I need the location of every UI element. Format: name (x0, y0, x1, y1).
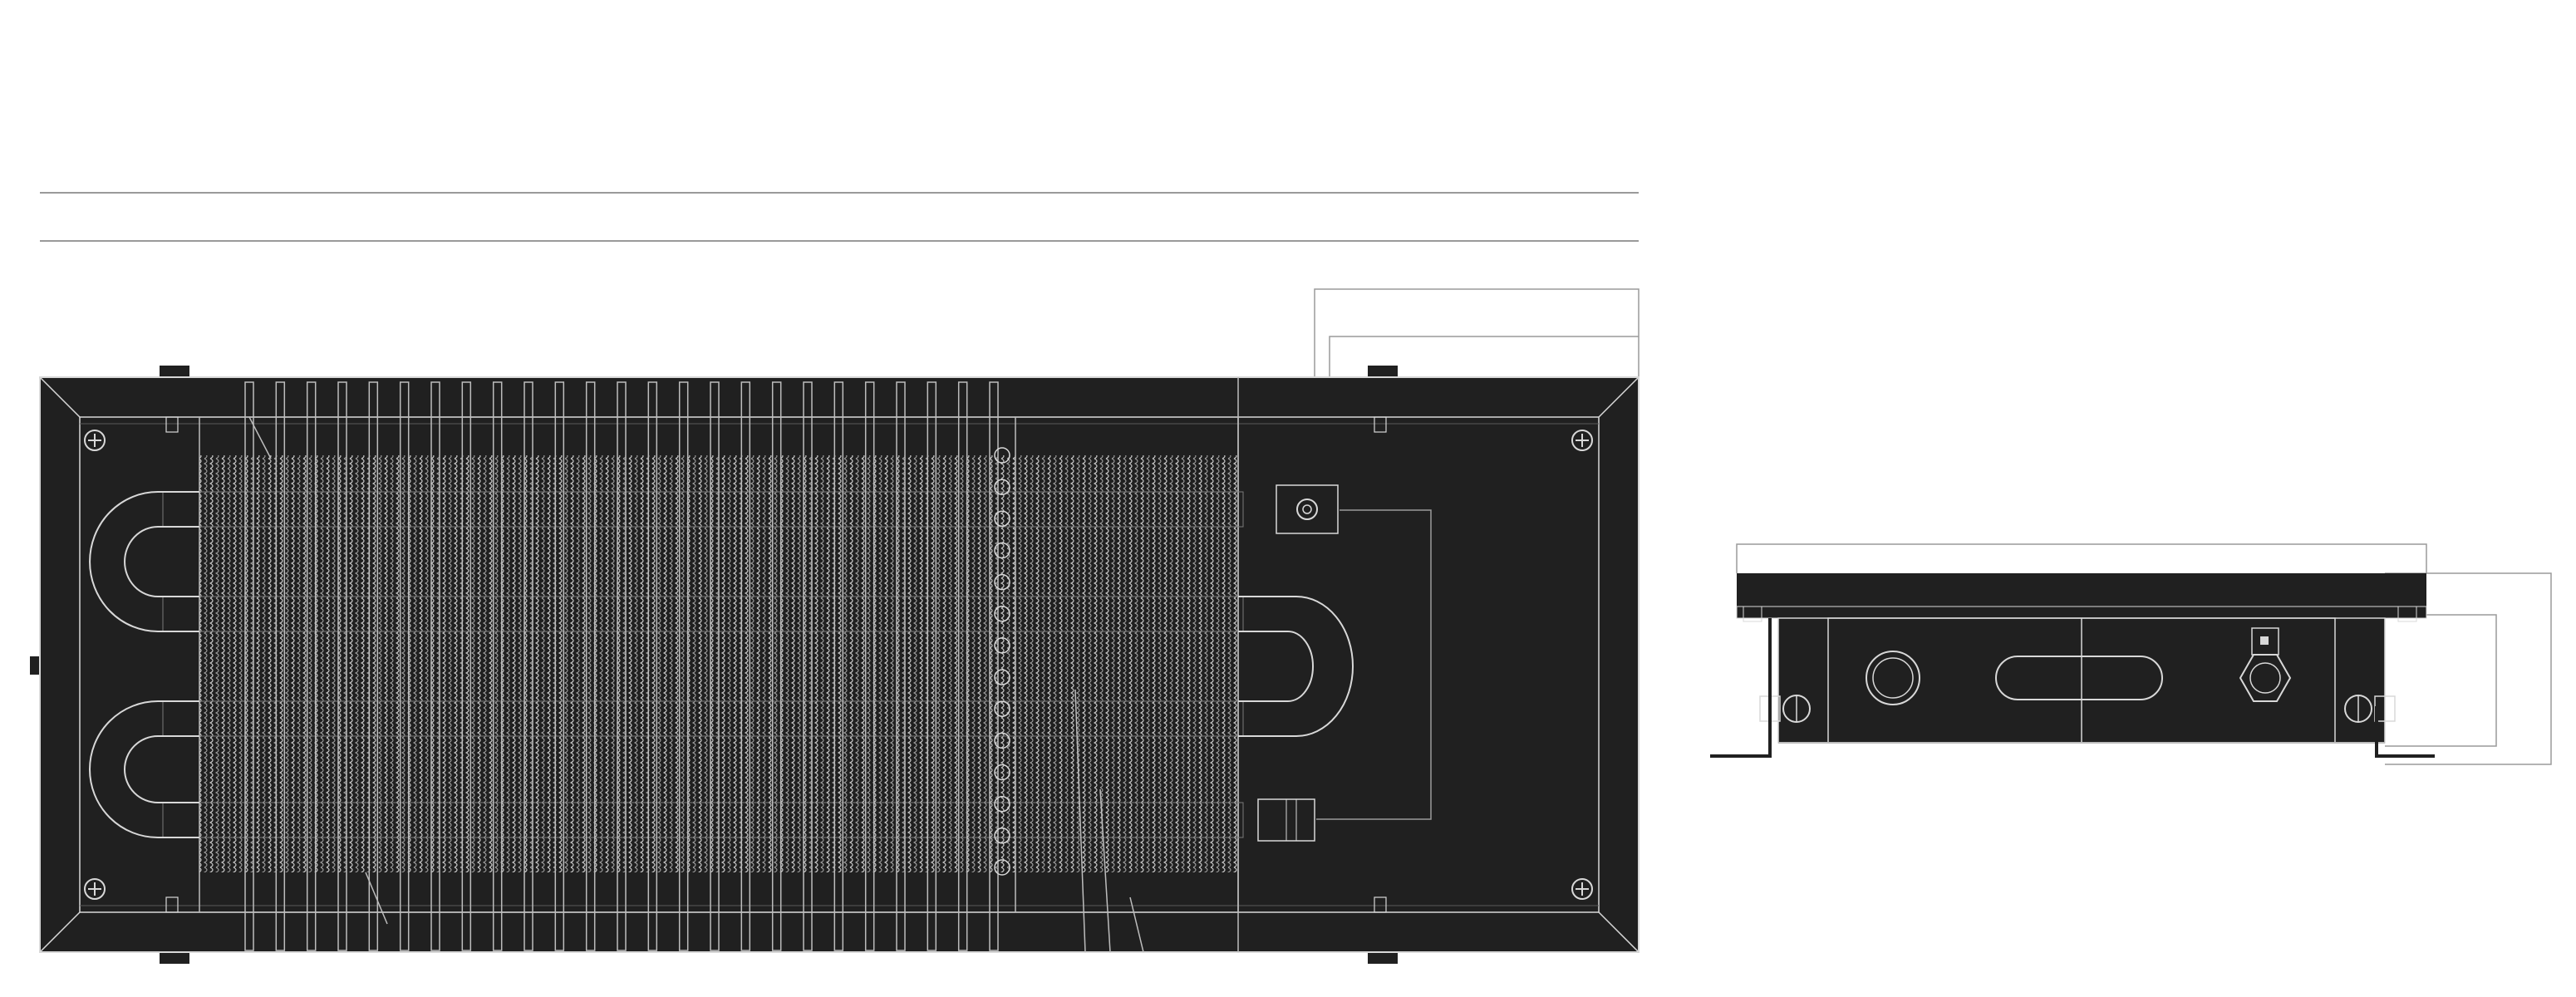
tray-bracket (1374, 416, 1387, 433)
valve-stud (994, 669, 1010, 685)
mounting-tab (1368, 366, 1398, 377)
fin-bar (771, 381, 782, 951)
deflector-line (1129, 896, 1144, 953)
round-port-inner (1872, 657, 1914, 699)
valve-nut-icon (1296, 498, 1318, 520)
fin-bar (337, 381, 347, 951)
valve-nut-core (1302, 504, 1312, 514)
pipe-row (162, 491, 1244, 528)
fin-bar (896, 381, 906, 951)
valve-stud (994, 700, 1010, 717)
fin-bar (957, 381, 968, 951)
fin-bar (927, 381, 937, 951)
screw-icon (1571, 430, 1593, 451)
screw-icon (84, 878, 106, 900)
round-port-icon (1866, 651, 1920, 705)
mounting-foot-left (1710, 618, 1772, 758)
fin-bar (647, 381, 658, 951)
section-dimension-right-inner (2385, 614, 2497, 747)
valve-studs (994, 447, 1010, 876)
fin-bar (306, 381, 317, 951)
fin-bar (803, 381, 813, 951)
frame-corner-tr (1598, 376, 1639, 418)
deflector-line (1074, 689, 1086, 953)
fin-bar (461, 381, 472, 951)
fin-bar (864, 381, 875, 951)
fin-bar (740, 381, 751, 951)
pipe-row (162, 596, 1244, 632)
fin-bar (585, 381, 596, 951)
screw-icon (1571, 878, 1593, 900)
mounting-foot-right (2375, 706, 2435, 758)
valve-stud (994, 510, 1010, 528)
valve-stud (994, 795, 1010, 813)
screw-icon (84, 430, 106, 451)
section-dimension-right (2385, 572, 2552, 765)
grille-top (1737, 573, 2426, 607)
u-bend-left-lower (89, 700, 199, 838)
fin-bar (244, 381, 254, 951)
fin-bar (710, 381, 720, 951)
side-section-view (1710, 543, 2552, 765)
hex-fitting-core (2249, 662, 2281, 694)
fin-bar (368, 381, 379, 951)
frame-corner-br (1598, 911, 1639, 953)
fin-bar (399, 381, 410, 951)
valve-block (1276, 484, 1339, 534)
frame-corner-bl (39, 911, 81, 953)
fin-bar (678, 381, 689, 951)
slot-opening (1995, 656, 2163, 700)
mounting-tab (1368, 952, 1398, 964)
tray-bracket (165, 896, 179, 913)
side-clip (30, 656, 40, 675)
valve-stud (994, 732, 1010, 749)
end-valve-left (1759, 695, 1811, 723)
fin-bar (989, 381, 999, 951)
u-bend-right (1238, 596, 1354, 737)
valve-stud (994, 859, 1010, 876)
fin-bar (275, 381, 286, 951)
pipe-row (162, 802, 1244, 838)
valve-stud (994, 479, 1010, 495)
fin-bar (430, 381, 440, 951)
valve-stud (994, 573, 1010, 591)
valve-stud (994, 637, 1010, 654)
fin-bar (554, 381, 565, 951)
fin-bar (617, 381, 627, 951)
hex-fitting-cap-dot (2260, 636, 2269, 645)
dimension-bracket-outer (1314, 288, 1639, 425)
tray-bracket (165, 416, 179, 433)
fin-bar (833, 381, 844, 951)
fin-bar (524, 381, 533, 951)
valve-stud (994, 606, 1010, 622)
u-bend-left-upper (89, 491, 199, 632)
end-valve-right (2344, 695, 2396, 723)
mounting-tab (160, 952, 189, 964)
plan-view (30, 192, 1639, 964)
fin-bars (244, 381, 999, 951)
valve-stud (994, 447, 1010, 464)
deflector-line (1099, 788, 1111, 953)
flange-bracket-left (1743, 606, 1762, 622)
flange-bracket-right (2397, 606, 2417, 622)
valve-stud (994, 764, 1010, 781)
frame-corner-tl (39, 376, 81, 418)
tray-bracket (1374, 896, 1387, 913)
pipe-row (162, 700, 1244, 737)
valve-stud (994, 828, 1010, 844)
mounting-tab (160, 366, 189, 377)
dimension-bracket-vertical (1316, 509, 1432, 820)
section-guide-left (1736, 543, 2427, 573)
valve-stud (994, 542, 1010, 559)
fin-bar (492, 381, 503, 951)
grille-flange (1736, 606, 2427, 619)
hex-fitting-cap (2251, 627, 2279, 656)
